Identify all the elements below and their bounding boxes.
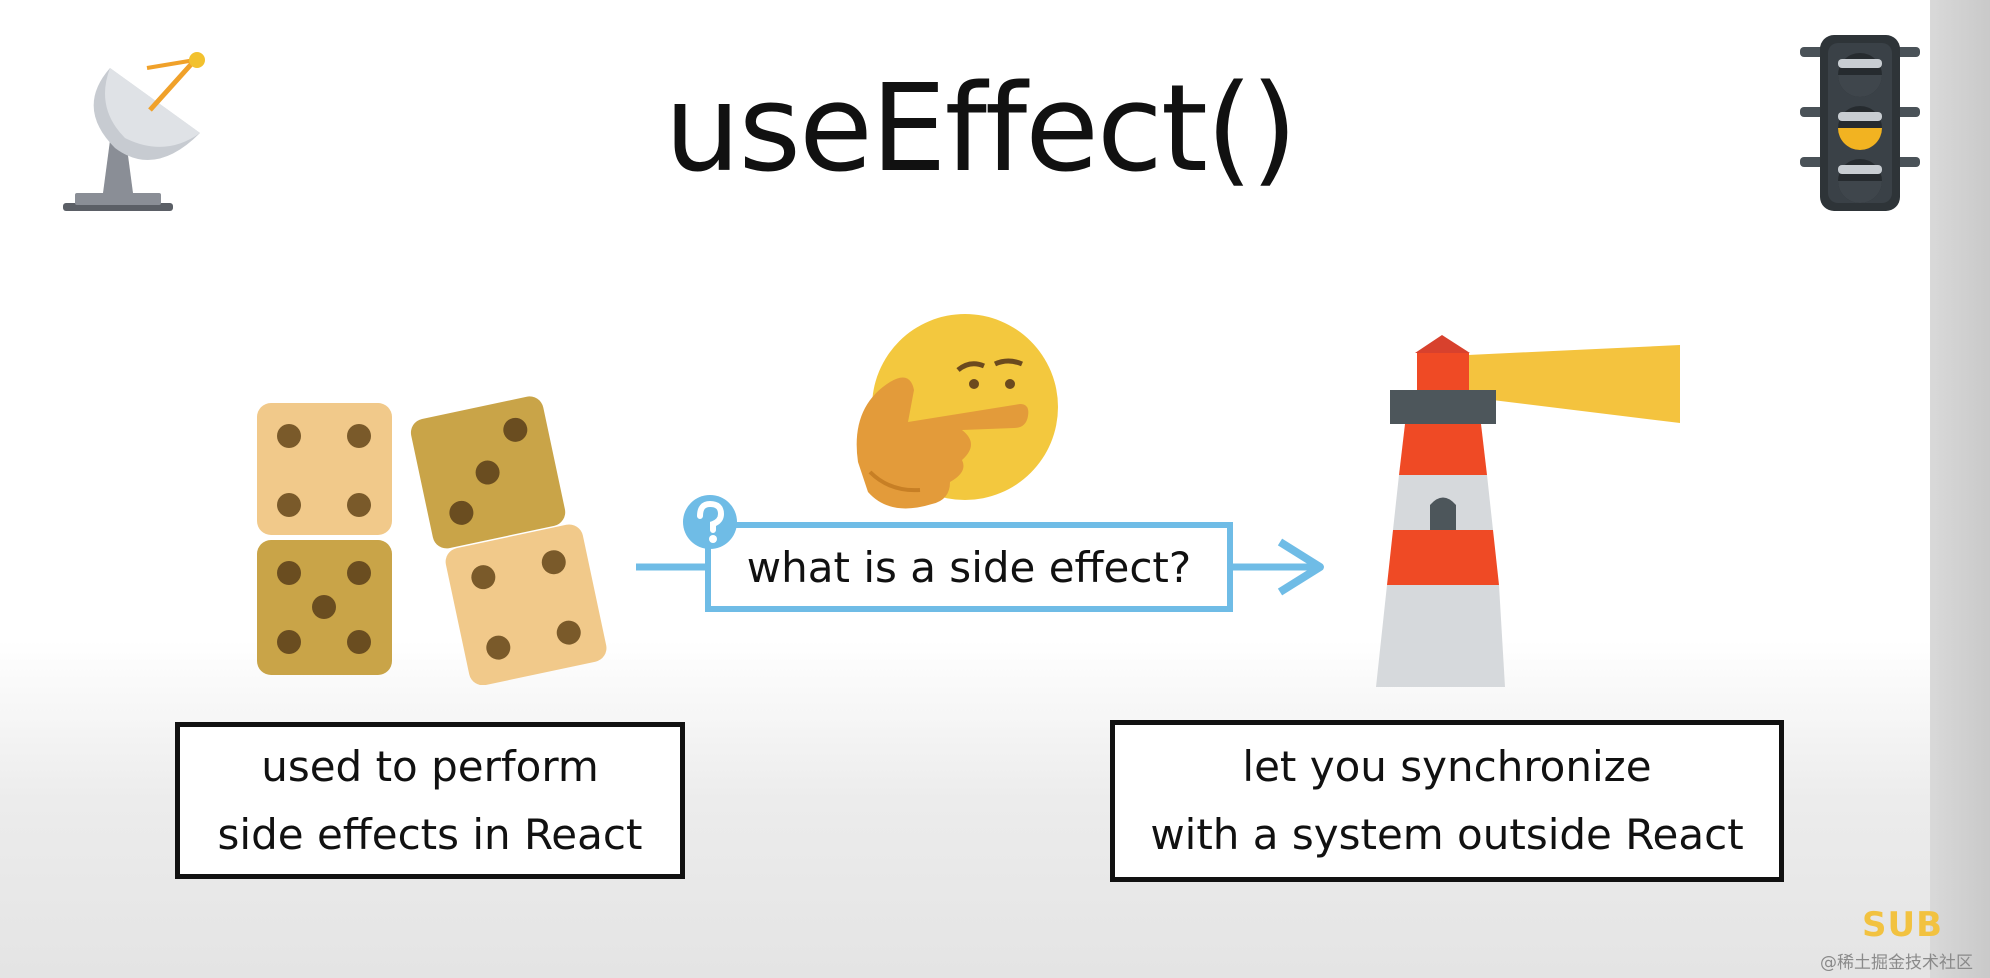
satellite-dish-icon — [63, 52, 205, 211]
watermark: @稀土掘金技术社区 — [1820, 953, 1973, 973]
traffic-light-icon — [1800, 35, 1920, 211]
slide-title: useEffect() — [664, 60, 1297, 199]
left-caption-line-1: used to perform — [261, 741, 599, 791]
question-text: what is a side effect? — [746, 542, 1192, 592]
right-caption-line-2: with a system outside React — [1150, 810, 1744, 859]
sub-logo: SUB — [1862, 905, 1944, 945]
right-caption-box: let you synchronize with a system outsid… — [1110, 720, 1784, 882]
left-caption-line-2: side effects in React — [217, 809, 643, 859]
arrow-right-icon — [636, 538, 1324, 596]
question-box: what is a side effect? — [705, 522, 1233, 612]
slide-edge — [1930, 0, 1990, 978]
lighthouse-icon — [1376, 335, 1680, 687]
right-caption-line-1: let you synchronize — [1242, 742, 1652, 791]
thinking-face-icon — [856, 314, 1058, 509]
dice-icon — [257, 396, 607, 685]
question-mark-icon — [683, 495, 737, 549]
left-caption-box: used to perform side effects in React — [175, 722, 685, 879]
